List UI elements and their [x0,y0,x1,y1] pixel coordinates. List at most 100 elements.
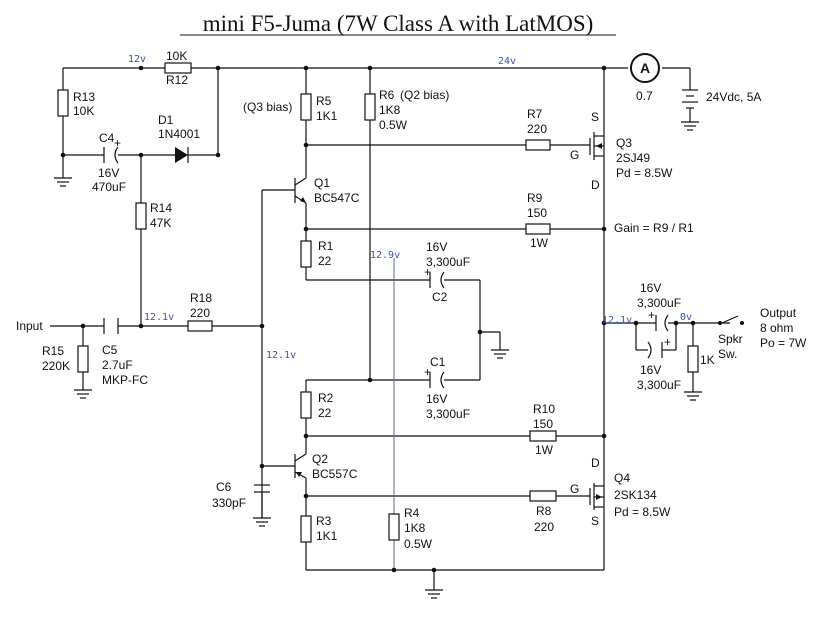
r13-name: R13 [73,90,95,104]
r14-name: R14 [150,201,172,215]
r9-name: R9 [527,191,543,205]
schematic-title: mini F5-Juma (7W Class A with LatMOS) [203,11,594,36]
c2-symbol: + [424,265,445,289]
d1-symbol [175,147,189,163]
q4-gate-pin: G [570,482,579,496]
speaker-switch-line2: Sw. [718,347,737,361]
r4-body [388,513,400,541]
q3-name: Q3 [616,136,632,150]
q3-source-pin: S [591,110,599,124]
r1-body [300,240,312,268]
q1-type: BC547C [314,191,360,205]
battery-symbol [682,89,698,122]
junction-dots [60,65,696,573]
c-out1-voltage: 16V [640,281,661,295]
c1-name: C1 [430,355,446,369]
resistors [57,62,699,543]
ammeter-symbol: A [640,60,650,76]
r6-note: (Q2 bias) [400,88,449,102]
q4-type: 2SK134 [614,488,657,502]
r6-power: 0.5W [379,118,408,132]
r15-name: R15 [42,344,64,358]
svg-text:+: + [664,335,671,349]
svg-text:+: + [648,308,655,322]
r4-value: 1K8 [404,521,426,535]
q3-drain-pin: D [591,178,600,192]
r18-body [187,320,213,332]
c5-type: MKP-FC [102,373,148,387]
rail-24v-label: 24v [498,56,516,67]
c5-name: C5 [102,343,118,357]
r10-value: 150 [533,417,553,431]
node-12-9v-label: 12.9v [370,250,400,261]
r4-name: R4 [404,506,420,520]
c6-value: 330pF [212,496,246,510]
r12-value: 10K [166,49,187,63]
output-power: Po = 7W [760,336,807,350]
r6-body [364,93,376,121]
c6-name: C6 [216,480,232,494]
c5-value: 2.7uF [102,358,133,372]
c-out1-symbol: + [648,308,669,332]
ammeter-reading: 0.7 [636,89,653,103]
r12-body [164,62,192,74]
r8-value: 220 [534,520,554,534]
r5-body [300,93,312,121]
node-12-1v-input-label: 12.1v [144,312,174,323]
r18-value: 220 [190,306,210,320]
node-0v-label: 0v [680,312,692,323]
c4-voltage: 16V [98,166,119,180]
r12-name: R12 [166,73,188,87]
r10-power: 1W [535,443,554,457]
q1-symbol [294,177,307,204]
r5-name: R5 [316,94,332,108]
rail-12v-label: 12v [128,54,146,65]
r7-name: R7 [527,107,543,121]
r3-value: 1K1 [316,529,338,543]
node-12-1v-out-label: 12.1v [602,315,632,326]
r14-body [135,202,147,230]
r4-power: 0.5W [404,537,433,551]
r7-body [525,139,551,151]
r9-value: 150 [527,206,547,220]
r8-body [529,490,557,502]
d1-name: D1 [158,113,174,127]
c2-name: C2 [432,290,448,304]
d1-value: 1N4001 [158,127,200,141]
speaker-switch-symbol [718,315,744,325]
c1-symbol: + [424,365,445,389]
q3-gate-pin: G [570,148,579,162]
q3-type: 2SJ49 [616,151,650,165]
q4-name: Q4 [614,471,630,485]
c-out2-voltage: 16V [640,363,661,377]
svg-text:+: + [114,136,121,150]
c2-value: 3,300uF [426,255,470,269]
capacitors: + + + + + [103,136,671,518]
r10-name: R10 [533,402,555,416]
q1-name: Q1 [314,176,330,190]
r-out-value: 1K [700,353,715,367]
c-out2-symbol: + [647,335,671,359]
c4-symbol: + [103,136,121,164]
r6-name: R6 [379,88,395,102]
q4-symbol [589,483,605,510]
q2-type: BC557C [312,467,358,481]
r6-value: 1K8 [379,103,401,117]
q4-pd: Pd = 8.5W [614,505,671,519]
r1-value: 22 [318,254,332,268]
r-out-body [687,345,699,373]
r3-body [300,515,312,543]
supply-label: 24Vdc, 5A [706,90,761,104]
r3-name: R3 [316,514,332,528]
r18-name: R18 [190,291,212,305]
c4-name: C4 [99,131,115,145]
r15-value: 220K [42,359,70,373]
svg-text:+: + [424,265,431,279]
q4-source-pin: S [591,514,599,528]
speaker-switch-line1: Spkr [718,332,743,346]
q3-symbol [589,132,605,160]
r14-value: 47K [150,216,171,230]
c5-symbol [103,318,119,334]
input-label: Input [16,319,43,333]
